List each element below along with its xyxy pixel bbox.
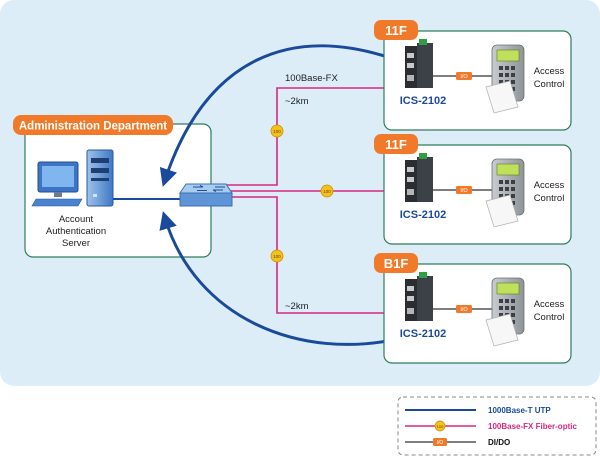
utp-arc-site-1 — [159, 44, 403, 187]
floor-label: 11F — [385, 137, 407, 152]
legend-box — [397, 396, 597, 456]
floor-badge — [374, 134, 418, 154]
converter-device-icon — [405, 272, 433, 321]
device-model-label: ICS-2102 — [400, 209, 446, 221]
svg-text:I/O: I/O — [437, 440, 444, 446]
legend-dido-label: DI/DO — [488, 438, 510, 447]
access-card-icon — [485, 80, 519, 114]
fiber-type-label: 100Base-FX — [285, 73, 338, 84]
fiber-marker-2: 100 — [320, 184, 334, 198]
floor-label: B1F — [384, 256, 409, 271]
server-label-line-1: Account — [59, 214, 94, 225]
fiber-marker-1: 100 — [270, 124, 284, 138]
admin-badge — [13, 115, 173, 135]
admin-title: Administration Department — [19, 121, 167, 133]
floor-badge — [374, 20, 418, 40]
svg-text:100: 100 — [273, 254, 281, 259]
utp-arc-site-3 — [159, 211, 403, 346]
converter-device-icon — [405, 39, 433, 88]
access-label-line-1: Access — [534, 66, 565, 77]
access-label-line-2: Control — [534, 79, 565, 90]
io-label: I/O — [460, 74, 468, 80]
access-card-icon — [485, 194, 519, 228]
fiber-marker-3: 100 — [270, 249, 284, 263]
legend: 1000Base-T UTP 100 100Base-FX Fiber-opti… — [397, 396, 597, 456]
workstation-icon — [31, 161, 83, 207]
distance-top-label: ~2km — [285, 96, 309, 107]
device-model-label: ICS-2102 — [400, 328, 446, 340]
svg-text:100: 100 — [437, 424, 444, 429]
device-model-label: ICS-2102 — [400, 95, 446, 107]
io-label: I/O — [460, 188, 468, 194]
legend-utp-label: 1000Base-T UTP — [488, 406, 551, 415]
converter-device-icon — [405, 153, 433, 202]
server-label-line-2: Authentication — [46, 226, 106, 237]
access-label-line-1: Access — [534, 180, 565, 191]
io-badge — [456, 72, 472, 80]
switch-icon — [179, 183, 233, 207]
distance-bottom-label: ~2km — [285, 301, 309, 312]
svg-text:100: 100 — [273, 129, 281, 134]
floor-badge — [374, 253, 418, 273]
access-label-line-1: Access — [534, 299, 565, 310]
access-card-icon — [485, 313, 519, 347]
legend-fiber-label: 100Base-FX Fiber-optic — [488, 422, 577, 431]
admin-department: Administration Department Account Authen… — [13, 115, 212, 258]
io-label: I/O — [460, 307, 468, 313]
access-label-line-2: Control — [534, 312, 565, 323]
access-label-line-2: Control — [534, 193, 565, 204]
server-label-line-3: Server — [62, 238, 90, 249]
svg-text:100: 100 — [323, 189, 331, 194]
io-badge — [456, 305, 472, 313]
io-badge — [456, 186, 472, 194]
server-icon — [86, 149, 114, 207]
floor-label: 11F — [385, 23, 407, 38]
